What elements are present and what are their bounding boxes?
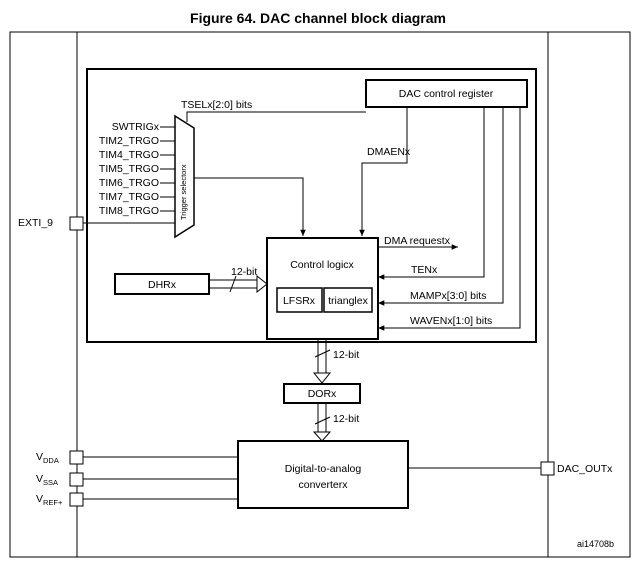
exti-pin <box>69 216 84 231</box>
dor-dac-bus-arrow <box>312 403 332 442</box>
control-dor-bus-arrow <box>312 339 332 384</box>
trigger-output-line <box>194 177 306 236</box>
ten-line <box>378 107 485 280</box>
trigger-inputs: SWTRIGx TIM2_TRGO TIM4_TRGO TIM5_TRGO TI… <box>99 121 175 217</box>
dor-box <box>283 383 361 404</box>
trigger-label-tim2: TIM2_TRGO <box>99 135 159 147</box>
dhr-box <box>114 273 210 295</box>
tsel-label: TSELx[2:0] bits <box>181 99 252 111</box>
trigger-label-tim6: TIM6_TRGO <box>99 177 159 189</box>
dac-out-label: DAC_OUTx <box>557 463 613 475</box>
outer-frame <box>9 31 631 558</box>
dhr-bus-arrow <box>209 274 268 294</box>
figure-title: Figure 64. DAC channel block diagram <box>190 10 446 26</box>
dac-converter-line2: converterx <box>298 479 348 491</box>
vssa-pin <box>69 472 84 487</box>
vref-pin <box>69 492 84 507</box>
dac-converter-box <box>237 440 409 509</box>
dor-dac-bus-label: 12-bit <box>333 413 359 425</box>
dma-request-label: DMA requestx <box>384 235 451 247</box>
supply-pins <box>69 450 238 507</box>
lfsr-box <box>276 287 323 313</box>
dor-label: DORx <box>308 388 337 400</box>
mamp-label: MAMPx[3:0] bits <box>410 290 486 302</box>
waven-line <box>378 107 521 331</box>
ten-label: TENx <box>411 264 438 276</box>
dhr-label: DHRx <box>148 279 177 291</box>
trigger-selector-label: Trigger selectorx <box>179 164 188 220</box>
vdda-label: VDDA <box>36 451 59 465</box>
control-logic-label: Control logicx <box>290 259 354 271</box>
trigger-label-tim4: TIM4_TRGO <box>99 149 159 161</box>
trigger-label-tim5: TIM5_TRGO <box>99 163 159 175</box>
triangle-box <box>323 287 373 313</box>
trigger-label-tim7: TIM7_TRGO <box>99 191 159 203</box>
trigger-label-swtrig: SWTRIGx <box>112 121 160 133</box>
dmaen-label: DMAENx <box>367 146 411 158</box>
dhr-bus-label: 12-bit <box>231 266 257 278</box>
mamp-line <box>378 107 504 306</box>
dac-control-register-box <box>365 79 528 108</box>
dac-channel-box <box>86 68 537 343</box>
dac-out-pin <box>540 461 555 476</box>
dac-converter-line1: Digital-to-analog <box>285 463 362 475</box>
triangle-label: trianglex <box>328 295 368 307</box>
exti-label: EXTI_9 <box>18 217 53 229</box>
tsel-line <box>186 111 366 122</box>
trigger-label-tim8: TIM8_TRGO <box>99 205 159 217</box>
vssa-label: VSSA <box>36 473 58 487</box>
control-dor-bus-label: 12-bit <box>333 349 359 361</box>
vdda-pin <box>69 450 84 465</box>
dac-control-register-label: DAC control register <box>399 88 494 100</box>
waven-label: WAVENx[1:0] bits <box>410 315 492 327</box>
reference-code: ai14708b <box>577 539 614 549</box>
dmaen-line <box>359 107 408 236</box>
lfsr-label: LFSRx <box>283 295 316 307</box>
vref-label: VREF+ <box>36 493 63 507</box>
